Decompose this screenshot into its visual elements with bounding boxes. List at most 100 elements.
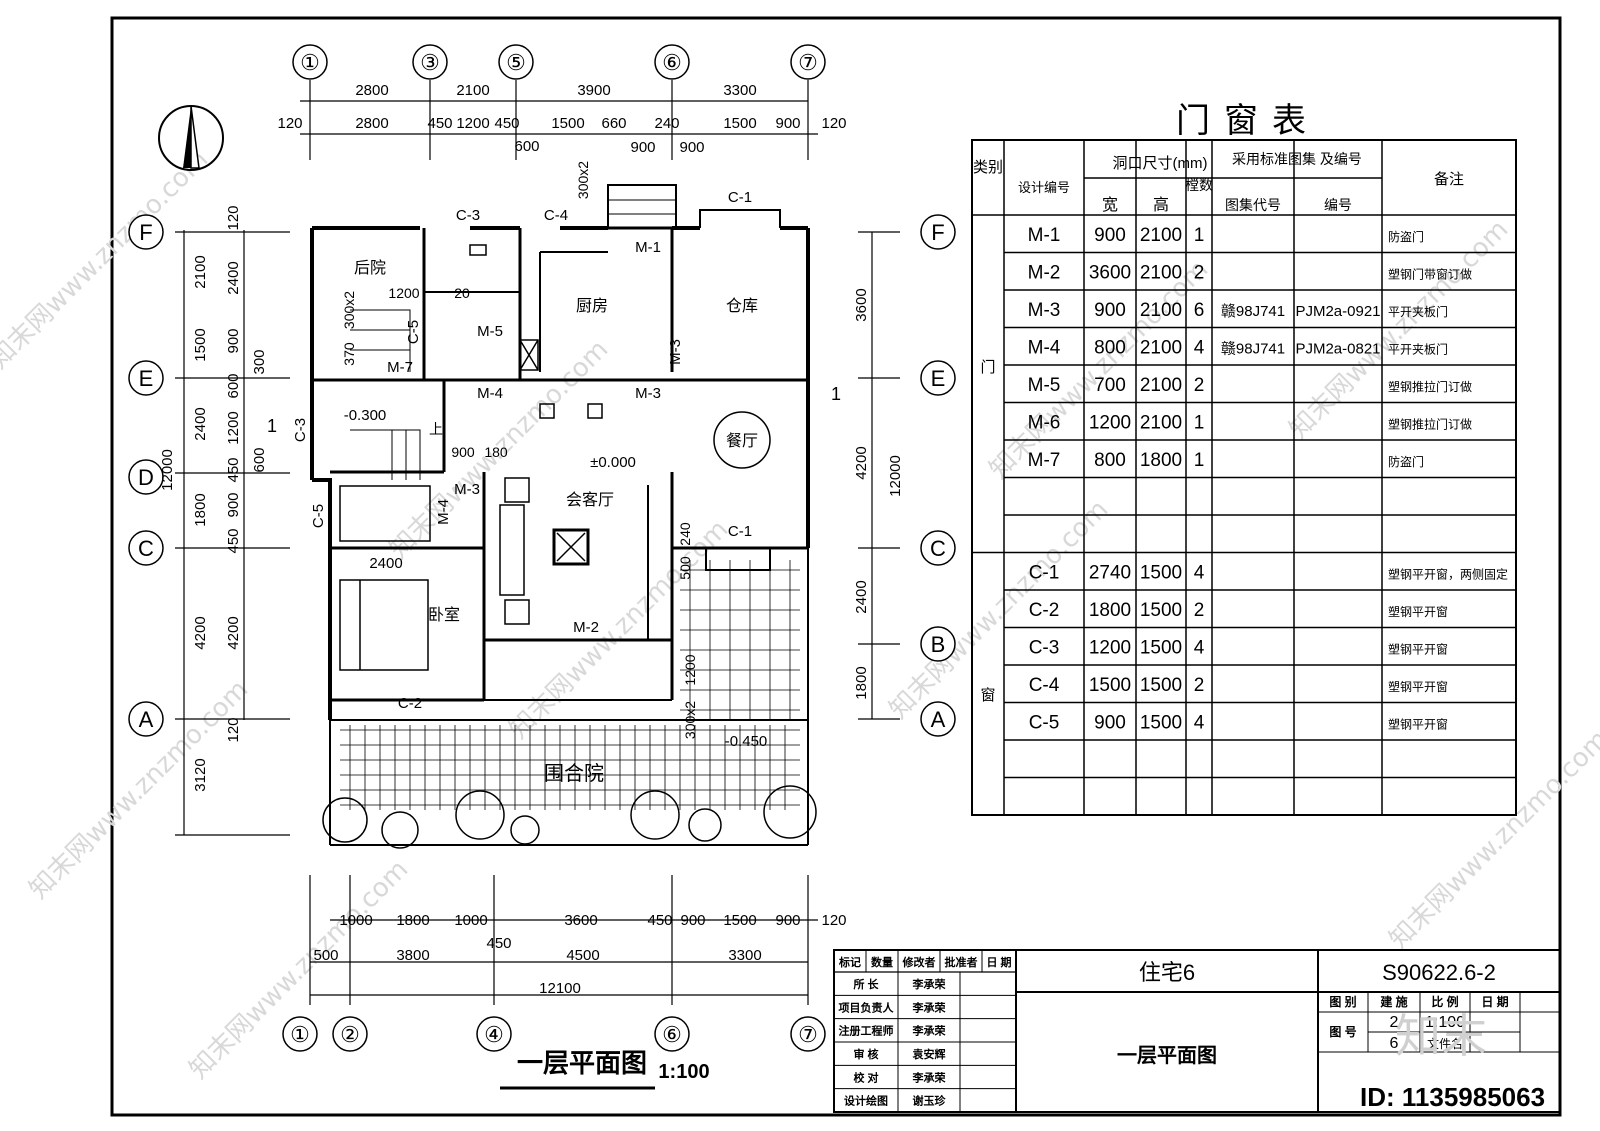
role-name: 李承荣: [912, 1070, 947, 1084]
axis-label: D: [138, 465, 154, 490]
table-cell: M-6: [1028, 413, 1061, 434]
section-mark: 1: [831, 384, 841, 404]
drawing-name: 一层平面图: [1117, 1044, 1217, 1067]
dim-top: 3900: [577, 82, 610, 99]
axis-label: ⑦: [798, 50, 818, 75]
dim-top: 900: [775, 115, 800, 132]
dim-right-total: 12000: [887, 455, 904, 497]
role-label: 审 核: [853, 1047, 878, 1061]
table-group: 窗: [980, 686, 995, 704]
axis-label: ④: [484, 1022, 504, 1047]
dim-top: 2800: [355, 82, 388, 99]
dim-top: 900: [679, 139, 704, 156]
table-cell: 2100: [1140, 263, 1182, 284]
table-cell: 平开夹板门: [1388, 342, 1448, 357]
role-name: 李承荣: [912, 1024, 947, 1038]
window-label: C-5: [405, 320, 422, 344]
drawing-scale-text: 1:100: [658, 1061, 709, 1083]
dim-left: 450: [225, 457, 242, 482]
axis-label: F: [139, 220, 152, 245]
shrub-icons: [322, 785, 817, 849]
table-cell: 塑钢门带窗订做: [1388, 267, 1472, 282]
axis-label: ②: [340, 1022, 360, 1047]
table-cell: 2740: [1089, 563, 1131, 584]
role-label: 校 对: [853, 1070, 878, 1084]
window-label: C-3: [292, 418, 309, 442]
floor-plan-walls: [310, 184, 810, 846]
title-block: 标记数量修改者批准者日 期所 长李承荣项目负责人李承荣注册工程师李承荣审 核袁安…: [833, 949, 1561, 1113]
window-label: C-3: [456, 207, 480, 224]
room-label: 厨房: [576, 297, 608, 315]
axis-label: ③: [420, 50, 440, 75]
dim-left: 1500: [192, 328, 209, 361]
yard-paving: [340, 560, 800, 810]
role-name: 谢玉珍: [913, 1094, 947, 1108]
table-cell: M-5: [1028, 375, 1061, 396]
watermark-text: 知末网www.znzmo.com: [884, 494, 1115, 725]
dim-left: 1200: [225, 411, 242, 444]
table-cell: 1500: [1140, 600, 1182, 621]
table-cell: 塑钢平开窗，两侧固定: [1388, 567, 1508, 582]
drawing-number: S90622.6-2: [1382, 960, 1496, 985]
table-cell: 赣98J741: [1221, 341, 1285, 358]
dim-bottom: 3600: [564, 912, 597, 929]
table-cell: 900: [1094, 713, 1126, 734]
dim-top: 3300: [723, 82, 756, 99]
meta-value: 文件名: [1427, 1036, 1463, 1051]
dim-bottom: 900: [680, 912, 705, 929]
table-group: 门: [980, 359, 995, 376]
axis-label: A: [139, 707, 154, 732]
dim-left: 1800: [192, 493, 209, 526]
table-cell: 2: [1194, 375, 1205, 396]
dim-top: 660: [601, 115, 626, 132]
table-cell: 塑钢推拉门订做: [1388, 379, 1472, 394]
door-label: M-7: [387, 359, 413, 376]
dim-bottom: 1000: [454, 912, 487, 929]
table-cell: 1800: [1089, 600, 1131, 621]
table-cell: 2100: [1140, 300, 1182, 321]
meta-label: 比 例: [1431, 994, 1458, 1009]
dim-left: 3120: [192, 758, 209, 791]
table-cell: 4: [1194, 563, 1205, 584]
role-label: 设计绘图: [844, 1094, 888, 1108]
dim-right: 1800: [853, 666, 870, 699]
axis-label: E: [931, 366, 946, 391]
axis-bubble-bottom: ②: [332, 1016, 368, 1052]
table-header: 高: [1153, 196, 1169, 214]
axis-bubble-right: F: [920, 214, 956, 250]
dim-left: 600: [225, 373, 242, 398]
dim-bottom: 4500: [566, 947, 599, 964]
table-cell: 1500: [1089, 675, 1131, 696]
dim-right: 2400: [853, 580, 870, 613]
table-cell: 1200: [1089, 638, 1131, 659]
dim-bottom: 900: [775, 912, 800, 929]
role-label: 注册工程师: [839, 1024, 894, 1038]
axis-bubble-top: ⑥: [654, 44, 690, 80]
axis-label: C: [138, 536, 154, 561]
meta-label: 图 别: [1329, 995, 1356, 1009]
dim-top: 240: [654, 115, 679, 132]
axis-bubble-bottom: ①: [282, 1016, 318, 1052]
room-label: 餐厅: [726, 432, 758, 450]
table-cell: PJM2a-0921: [1295, 303, 1380, 320]
note: 180: [484, 444, 508, 460]
rev-header: 批准者: [945, 955, 978, 969]
room-labels: 后院 厨房 仓库 餐厅 会客厅 卧室 围合院: [354, 259, 758, 785]
dim-right: 3600: [853, 288, 870, 321]
door-label: M-3: [635, 385, 661, 402]
table-header: 采用标准图集 及编号: [1232, 151, 1362, 167]
axis-bubble-bottom: ④: [476, 1016, 512, 1052]
dim-bottom: 450: [486, 935, 511, 952]
door-label: M-1: [635, 239, 661, 256]
dim-left: 120: [225, 205, 242, 230]
axis-bubble-left: D: [128, 459, 164, 495]
dim-left: 4200: [225, 616, 242, 649]
rev-header: 日 期: [986, 955, 1011, 969]
role-label: 所 长: [853, 977, 879, 991]
axis-bubble-top: ①: [292, 44, 328, 80]
table-cell: 1500: [1140, 713, 1182, 734]
drawing-title: 一层平面图 1:100: [500, 1048, 710, 1090]
table-cell: 700: [1094, 375, 1126, 396]
dim-left: 900: [225, 328, 242, 353]
